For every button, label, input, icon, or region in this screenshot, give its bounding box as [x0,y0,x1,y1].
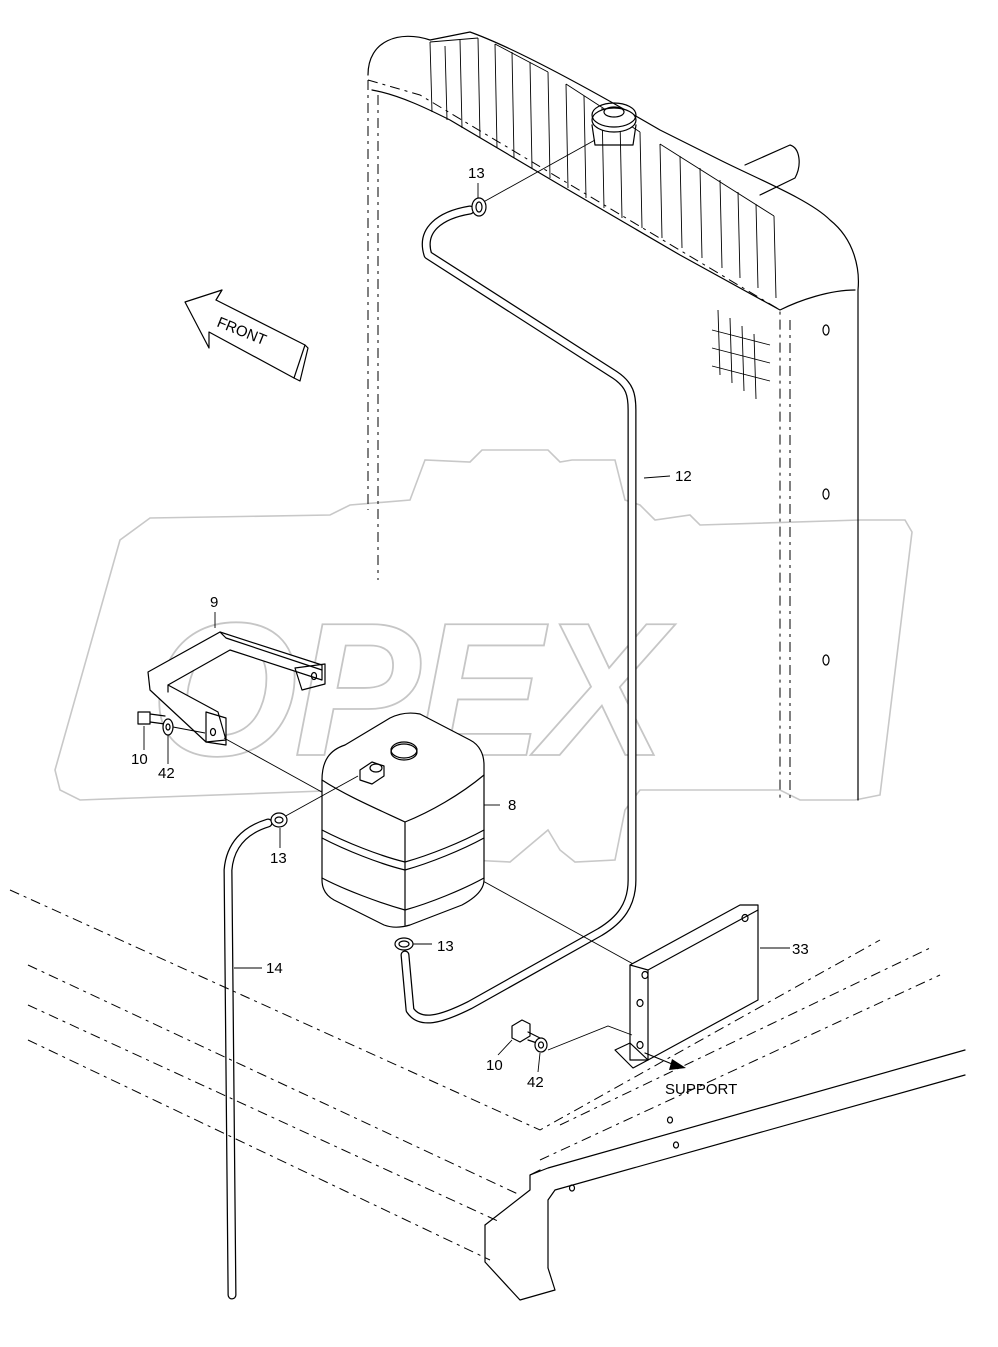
hose-clamp-low [394,937,414,951]
filler-cap [591,102,637,146]
support-plate-33 [614,904,759,1069]
callout-13-top: 13 [468,165,485,182]
radiator-hole [822,324,830,336]
callout-13-mid: 13 [270,850,287,867]
radiator-outlet-pipe [744,144,800,196]
callout-10-left: 10 [131,751,148,768]
washer-42-right [534,1037,548,1053]
callout-10-right: 10 [486,1057,503,1074]
machine-frame [9,889,966,1301]
leader-42-right [537,1052,541,1073]
radiator-fins [429,37,777,299]
support-arrow [644,1052,686,1070]
drain-hose-14 [223,818,273,1300]
radiator-side-edge [371,89,856,311]
washer-42-left [162,718,174,736]
tank-bracket-9 [147,631,326,746]
callout-9: 9 [210,594,218,611]
support-label: SUPPORT [665,1081,737,1098]
overflow-hose-12 [400,205,637,1024]
hose-clamp-top [471,197,487,217]
radiator [367,31,859,801]
leader-12 [643,475,671,479]
callout-12: 12 [675,468,692,485]
radiator-core-mesh [711,309,771,400]
leader-bolt-right [547,1025,633,1051]
leader-bolt-left [172,726,206,734]
leader-cap [477,139,596,206]
radiator-hole [822,654,830,666]
leader-hose14 [281,775,359,819]
coolant-reserve-tank-8 [321,712,485,928]
front-direction-arrow: FRONT [184,289,309,382]
callout-8: 8 [508,797,516,814]
radiator-frame-outer [367,79,791,800]
callout-14: 14 [266,960,283,977]
leader-10-right [497,1039,513,1056]
callout-42-left: 42 [158,765,175,782]
watermark-gear [54,449,913,863]
bolt-10-left [137,711,166,725]
radiator-hole [822,488,830,500]
callout-33: 33 [792,941,809,958]
hose-clamp-mid [270,812,288,828]
radiator-top-tank [367,31,859,801]
callout-42-right: 42 [527,1074,544,1091]
callout-13-low: 13 [437,938,454,955]
